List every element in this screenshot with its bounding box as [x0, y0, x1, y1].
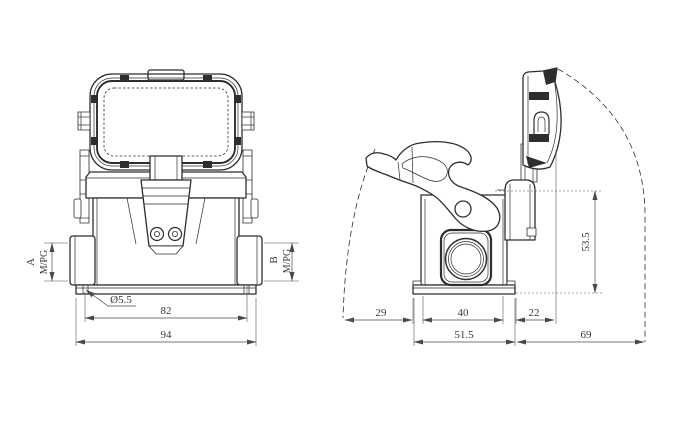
- dim-base-depth: 51.5: [413, 298, 516, 346]
- gasket-line: [103, 87, 229, 157]
- open-cover: [522, 67, 562, 170]
- cover-bottom-wedge: [526, 156, 547, 168]
- gland-b-label: B: [268, 256, 280, 263]
- cover-rib-top: [529, 92, 549, 100]
- base-depth-text: 51.5: [454, 329, 474, 341]
- cable-entry-hole: [444, 237, 488, 281]
- cable-entry-boss: [439, 228, 493, 287]
- body-height-text: 53.5: [580, 232, 592, 252]
- front-view: A M/PG B M/PG Ø5.5 82 94: [25, 69, 299, 346]
- dim-gland-a: A M/PG: [25, 242, 68, 282]
- hole-spacing-text: 82: [161, 305, 172, 317]
- dim-hole-diameter: Ø5.5: [85, 289, 136, 307]
- front-offset-text: 29: [376, 307, 388, 319]
- base-flange: [75, 284, 257, 295]
- cam-slot: [401, 156, 448, 182]
- dim-opening-width: 40: [422, 296, 504, 324]
- side-view: 53.5 29 40 22 51.5 69: [342, 67, 646, 346]
- dim-front-offset: 29: [344, 298, 414, 324]
- guide-pin-left: [77, 111, 91, 131]
- dim-cover-clearance: 69: [516, 329, 645, 345]
- dim-overall-width: 94: [75, 298, 257, 346]
- overall-width-text: 94: [161, 329, 173, 341]
- dim-rear-offset: 22: [515, 150, 557, 324]
- seal-clips: [91, 75, 241, 168]
- latch-screw-right: [167, 226, 183, 242]
- cover-swing-arc: [557, 68, 646, 342]
- cover-clearance-text: 69: [581, 329, 593, 341]
- frame-mid: [93, 77, 239, 167]
- latch-lever: [140, 155, 192, 255]
- cover-rib-bottom: [529, 134, 549, 142]
- side-bracket-left: [73, 149, 90, 224]
- gland-a-label: A: [25, 258, 37, 266]
- cover-top-clip: [543, 68, 557, 85]
- opening-width-text: 40: [458, 307, 470, 319]
- lever-swing-arc: [342, 148, 376, 319]
- rear-offset-text: 22: [529, 307, 540, 319]
- cover-latch-slot: [533, 111, 550, 135]
- cable-gland-boss-a: [69, 235, 96, 286]
- frame-top-tab: [147, 69, 185, 81]
- cable-gland-boss-b: [236, 235, 263, 286]
- locking-cam-lever: [365, 141, 501, 233]
- gland-b-thread: M/PG: [282, 249, 293, 273]
- hood-frame: [77, 69, 255, 171]
- dim-hole-spacing: 82: [84, 286, 248, 322]
- latch-screw-left: [149, 226, 165, 242]
- dim-gland-b: B M/PG: [264, 242, 299, 282]
- cam-pivot: [454, 200, 472, 218]
- guide-pin-right: [241, 111, 255, 131]
- gland-a-thread: M/PG: [39, 250, 50, 274]
- dim-body-height: 53.5: [495, 190, 602, 294]
- frame-inner: [96, 80, 236, 164]
- hole-diameter-text: Ø5.5: [110, 294, 132, 306]
